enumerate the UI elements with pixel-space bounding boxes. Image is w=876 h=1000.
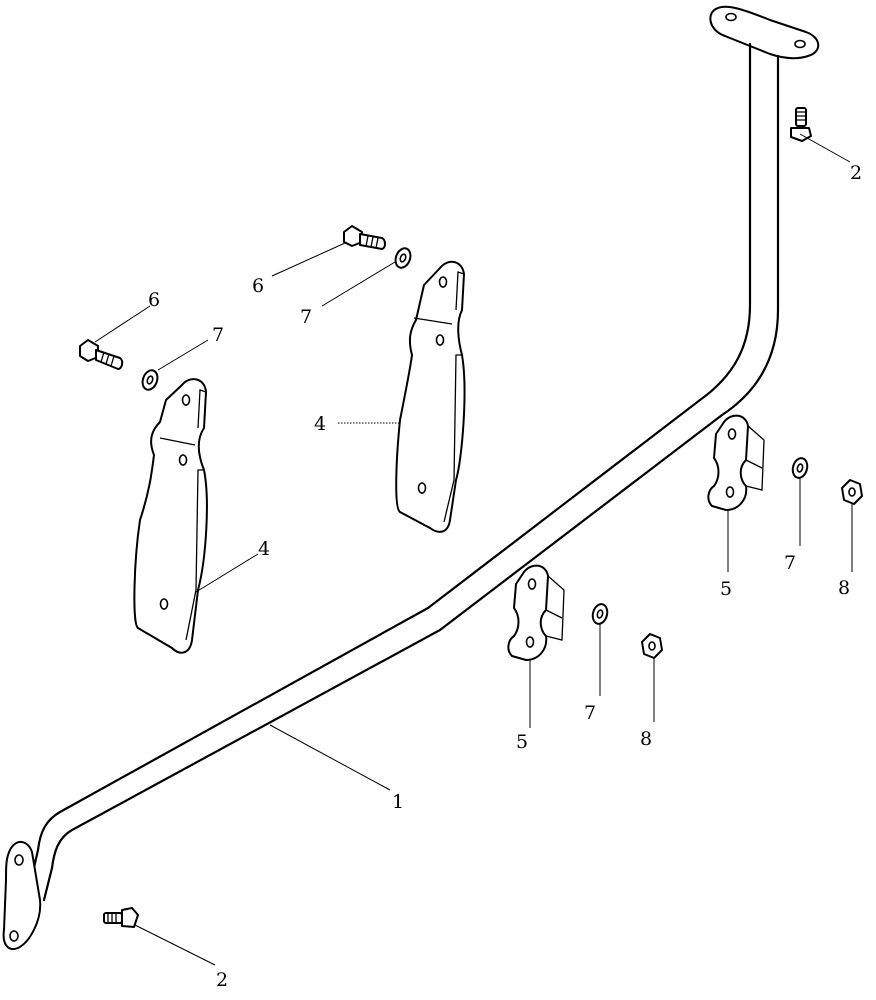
- bolt-6-upper: [343, 225, 386, 250]
- top-plate-hole: [725, 12, 737, 22]
- washer-upper: [394, 247, 412, 269]
- strap-left: [133, 378, 208, 654]
- washer-lower: [141, 369, 159, 391]
- leader-lines: [94, 133, 853, 966]
- rod-edge-outer: [28, 42, 752, 887]
- bolt-6-lower: [79, 339, 124, 370]
- callout-washer-7-left: 7: [212, 324, 224, 346]
- callout-washer-7-right: 7: [300, 306, 312, 328]
- bolt-bottom: [103, 907, 139, 928]
- callout-bolt-2-top: 2: [850, 162, 862, 184]
- rod-edge-inner: [42, 54, 780, 902]
- nut-mid: [641, 633, 663, 659]
- nut-right: [841, 479, 863, 505]
- callout-washer-7-far: 7: [784, 552, 796, 574]
- top-plate-hole: [794, 39, 806, 49]
- callout-bolt-6-left: 6: [148, 289, 160, 311]
- callout-bolt-6-right: 6: [252, 275, 264, 297]
- bottom-plate-hole: [9, 930, 19, 942]
- top-mounting-plate: [709, 5, 820, 60]
- clip-left: [507, 564, 565, 661]
- callout-nut-8-mid: 8: [640, 728, 652, 750]
- callout-strap-4-right: 4: [314, 413, 326, 435]
- callout-part-1: 1: [392, 791, 404, 813]
- bottom-mounting-plate: [2, 841, 42, 950]
- bolt-top: [790, 107, 812, 142]
- callout-labels: 1 2 2 4 4 5 5 6 6 7 7 7 7 8 8: [148, 162, 862, 991]
- callout-bolt-2-bottom: 2: [216, 969, 228, 991]
- callout-nut-8-right: 8: [838, 577, 850, 599]
- rod-assembly: [2, 5, 820, 950]
- callout-washer-7-mid: 7: [584, 702, 596, 724]
- callout-strap-4-left: 4: [258, 538, 270, 560]
- callout-clip-5-right: 5: [720, 578, 732, 600]
- callout-clip-5-left: 5: [516, 731, 528, 753]
- washer-far: [791, 457, 809, 479]
- clip-right: [707, 414, 765, 511]
- strap-right: [395, 260, 466, 533]
- bottom-plate-hole: [14, 854, 24, 866]
- washer-mid: [591, 603, 609, 625]
